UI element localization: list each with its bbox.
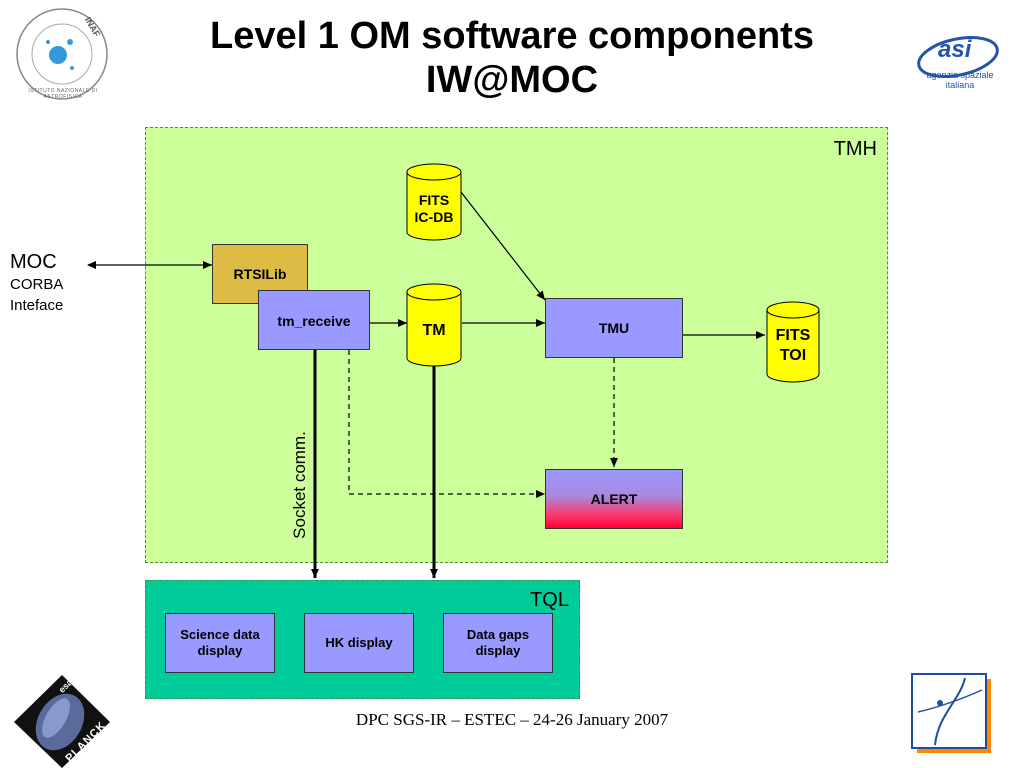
alert-box: ALERT bbox=[545, 469, 683, 529]
socket-comm-label: Socket comm. bbox=[290, 431, 309, 539]
fits-toi-line1: FITS bbox=[775, 327, 811, 344]
fits-toi-cylinder-icon bbox=[766, 301, 820, 383]
inaf-ring-text: ISTITUTO NAZIONALE DI ASTROFISICA bbox=[28, 88, 98, 100]
hk-display-box: HK display bbox=[304, 613, 414, 673]
footer-text: DPC SGS-IR – ESTEC – 24-26 January 2007 bbox=[355, 710, 669, 729]
moc-line2: CORBA bbox=[10, 276, 64, 293]
fits-icdb-line2: IC-DB bbox=[414, 209, 454, 225]
tm-label: TM bbox=[422, 322, 446, 339]
title-line-2: IW@MOC bbox=[425, 59, 599, 101]
moc-line3: Inteface bbox=[10, 297, 64, 314]
tmh-label: TMH bbox=[833, 138, 877, 160]
data-gaps-display-box: Data gaps display bbox=[443, 613, 553, 673]
fits-icdb-line1: FITS bbox=[418, 192, 450, 208]
page-title: Level 1 OM software components IW@MOC bbox=[0, 14, 1024, 102]
science-data-display-box: Science data display bbox=[165, 613, 275, 673]
tql-label: TQL bbox=[530, 589, 569, 611]
science-line2: display bbox=[197, 643, 243, 658]
science-line1: Science data bbox=[180, 627, 260, 642]
tm-receive-box: tm_receive bbox=[258, 290, 370, 350]
icdb-tmu-connector bbox=[460, 191, 546, 301]
title-line-1: Level 1 OM software components bbox=[210, 15, 814, 57]
tmu-box: TMU bbox=[545, 298, 683, 358]
moc-name: MOC bbox=[10, 251, 57, 273]
fits-toi-label: FITS TOI bbox=[767, 326, 819, 366]
fits-icdb-label: FITS IC-DB bbox=[407, 192, 461, 226]
gaps-line1: Data gaps bbox=[466, 627, 530, 642]
tm-receive-label: tm_receive bbox=[277, 313, 351, 329]
fits-toi-line2: TOI bbox=[779, 347, 807, 364]
asi-line1: agenzia spaziale bbox=[926, 70, 994, 80]
gaps-line2: display bbox=[475, 643, 521, 658]
asi-brand: asi bbox=[938, 36, 972, 63]
moc-interface-label: MOC CORBA Inteface bbox=[10, 250, 63, 316]
tmreceive-alert-connector bbox=[348, 350, 545, 498]
fits-icdb-cylinder-icon bbox=[406, 163, 462, 241]
tm-cylinder-icon bbox=[406, 283, 462, 367]
asi-line2: italiana bbox=[945, 80, 975, 90]
